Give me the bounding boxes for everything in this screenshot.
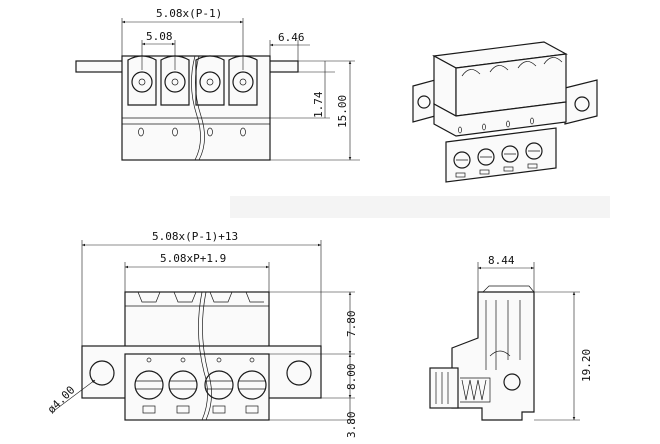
dim-hole-diameter: ø4.00	[45, 384, 78, 417]
dim-bottom-h1: 7.80	[345, 311, 358, 338]
dim-top-width: 5.08x(P-1)	[156, 7, 222, 20]
front-view	[54, 240, 355, 421]
dim-bottom-body: 5.08xP+1.9	[160, 252, 226, 265]
dim-side-width: 8.44	[488, 254, 515, 267]
dim-bottom-overall: 5.08x(P-1)+13	[152, 230, 238, 243]
side-view	[429, 262, 580, 421]
dim-top-pitch: 5.08	[146, 30, 173, 43]
top-view	[75, 18, 360, 161]
dim-side-height: 19.20	[580, 349, 593, 382]
isometric-view	[412, 41, 598, 183]
dim-top-height-small: 1.74	[312, 91, 325, 118]
dim-bottom-h2: 8.00	[345, 364, 358, 391]
scan-artifacts	[230, 196, 610, 218]
dim-top-flange: 6.46	[278, 31, 305, 44]
dim-top-height: 15.00	[336, 95, 349, 128]
dim-bottom-h3: 3.80	[345, 412, 358, 439]
